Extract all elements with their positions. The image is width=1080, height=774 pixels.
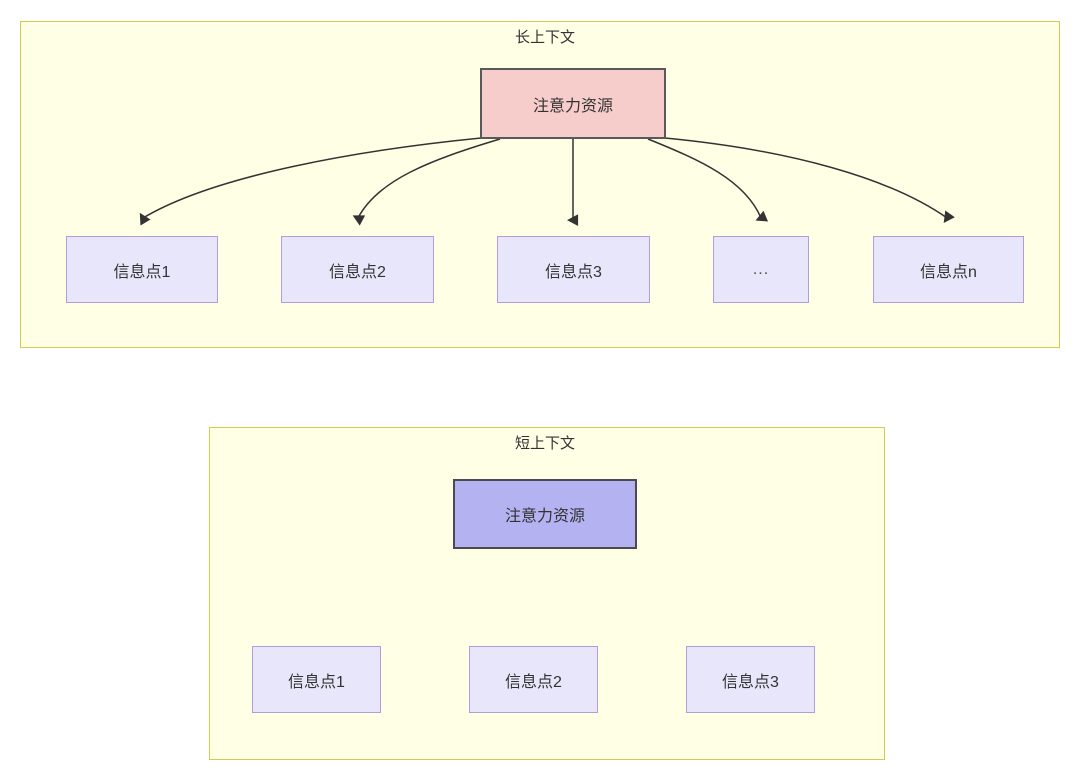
group-long-context-title: 长上下文 [514,29,575,46]
node-attention-resource-long[interactable]: 注意力资源 [480,68,666,139]
node-info-point-n-long[interactable]: 信息点n [873,236,1024,303]
node-info-point-1-long[interactable]: 信息点1 [66,236,218,303]
node-info-point-2-short[interactable]: 信息点2 [469,646,598,713]
node-info-point-2-long[interactable]: 信息点2 [281,236,434,303]
node-info-point-ellipsis-long[interactable]: ... [713,236,809,303]
node-info-point-3-long[interactable]: 信息点3 [497,236,650,303]
node-info-point-1-short[interactable]: 信息点1 [252,646,381,713]
group-short-context-title: 短上下文 [514,435,575,452]
node-info-point-3-short[interactable]: 信息点3 [686,646,815,713]
node-attention-resource-short[interactable]: 注意力资源 [453,479,637,549]
